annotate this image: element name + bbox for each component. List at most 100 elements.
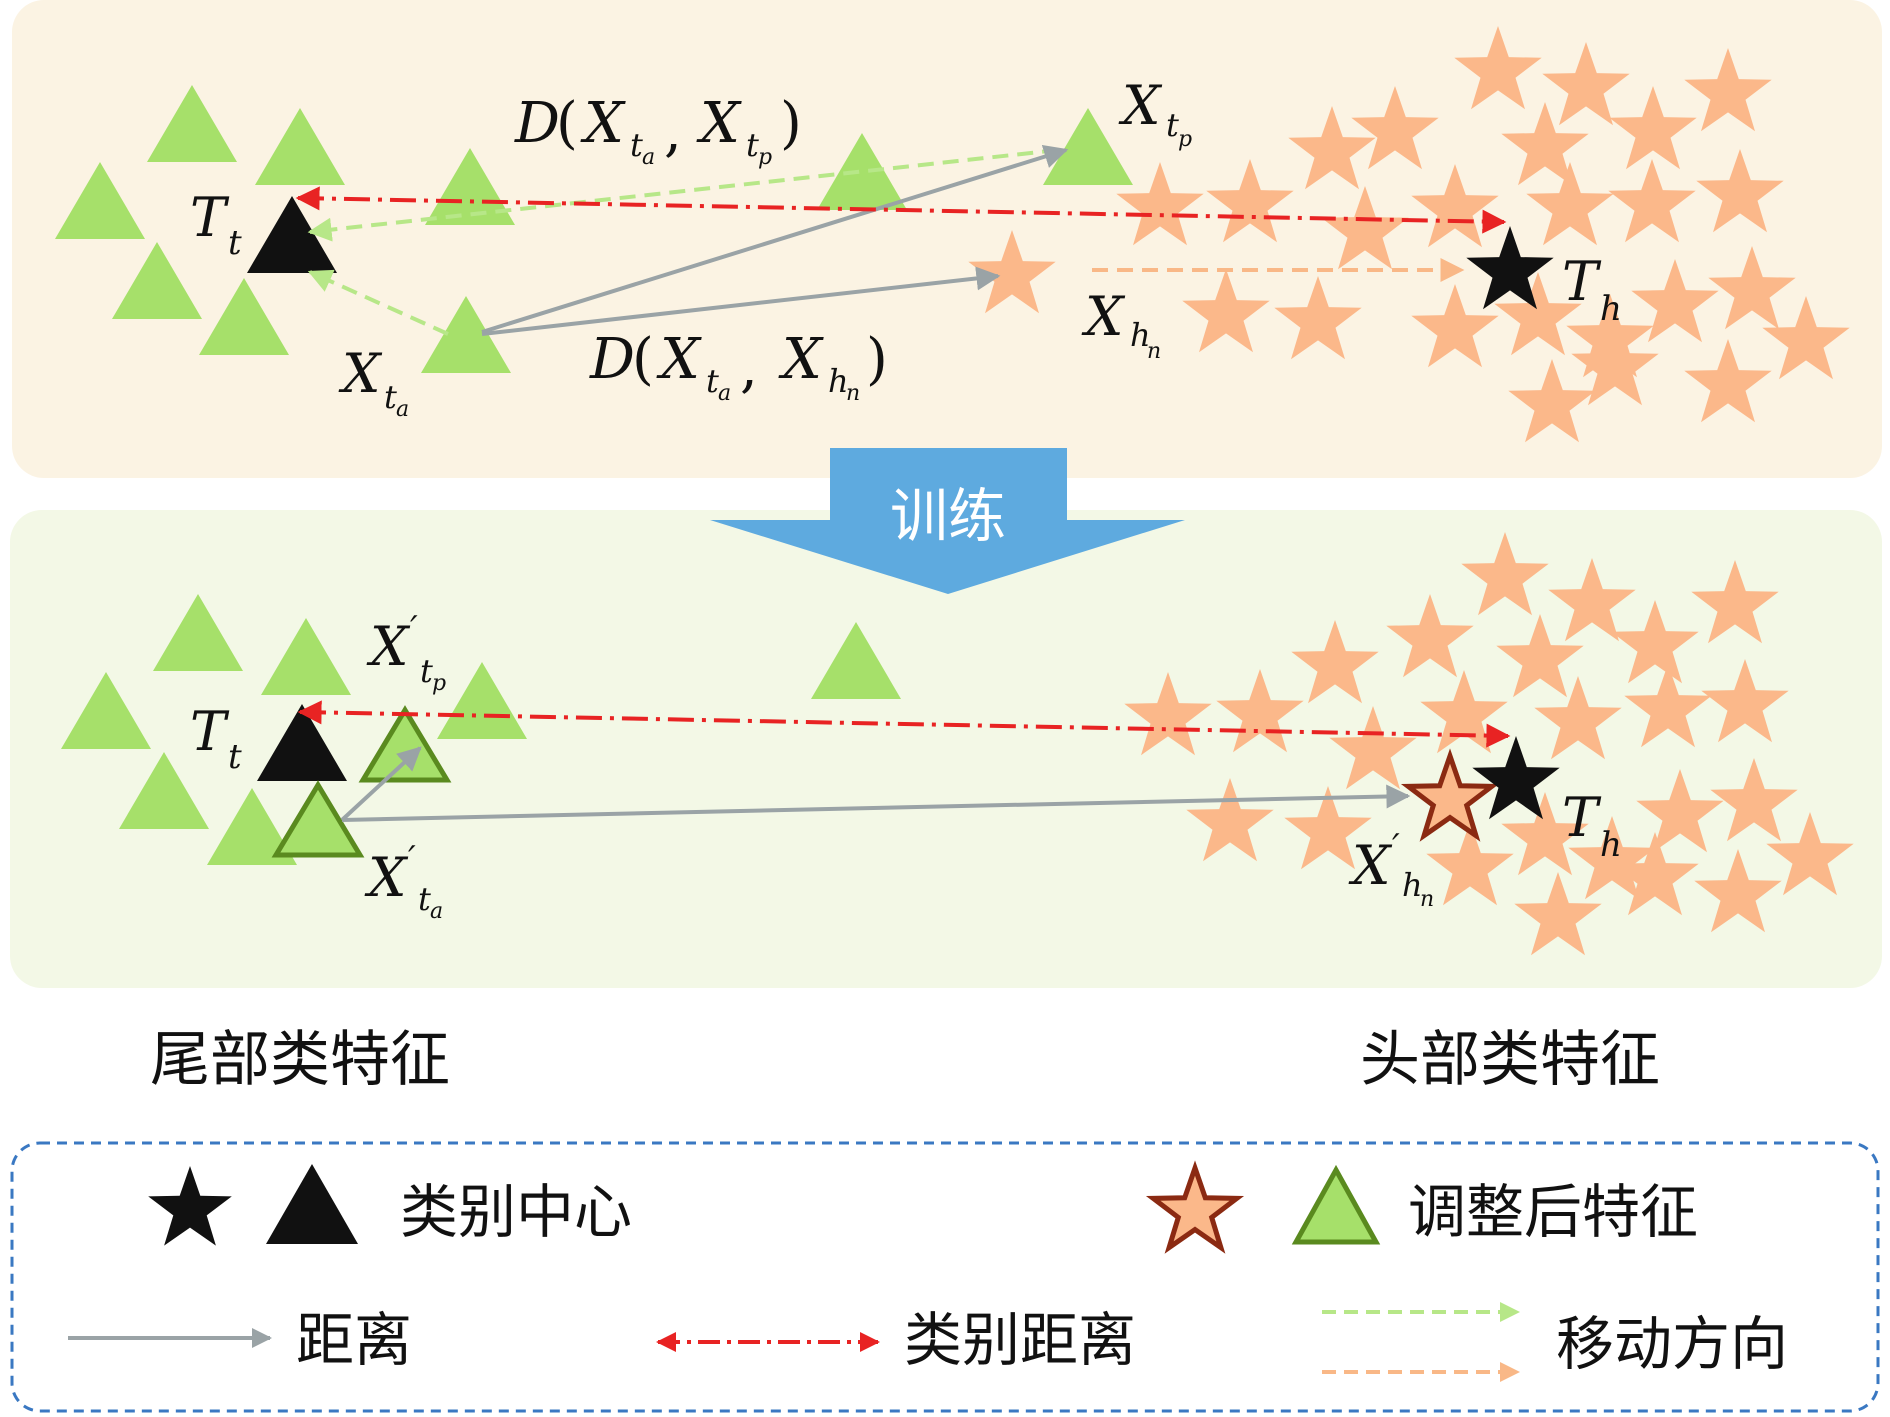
star-icon bbox=[1288, 106, 1376, 190]
star-icon bbox=[1611, 832, 1699, 916]
label-text: T bbox=[190, 186, 230, 249]
star-icon bbox=[1501, 792, 1589, 876]
label-subsub: p bbox=[432, 671, 446, 696]
star-icon bbox=[1708, 246, 1796, 330]
label-text: X bbox=[778, 327, 824, 392]
label-Tt-bottom: T t bbox=[190, 700, 242, 777]
label-sub: h bbox=[1600, 825, 1622, 865]
legend-adjusted-star-icon bbox=[1145, 1160, 1245, 1254]
legend-class-center-label: 类别中心 bbox=[400, 1178, 632, 1246]
star-icon bbox=[1501, 102, 1589, 186]
triangle-icon bbox=[255, 108, 345, 185]
star-icon bbox=[1624, 664, 1712, 748]
label-text: X bbox=[696, 91, 742, 156]
triangle-icon bbox=[147, 85, 237, 162]
label-D-hn: D ( X t a , X h n ) bbox=[589, 327, 888, 406]
head-section-label: 头部类特征 bbox=[1360, 1025, 1660, 1095]
star-icon bbox=[1571, 322, 1659, 406]
label-subsub: n bbox=[1420, 887, 1434, 912]
star-icon bbox=[1291, 620, 1379, 704]
distance-arrow bbox=[481, 144, 1069, 334]
legend-adjusted-feature-label: 调整后特征 bbox=[1408, 1178, 1698, 1246]
star-icon bbox=[1542, 42, 1630, 126]
star-icon bbox=[1611, 600, 1699, 684]
label-subsub: a bbox=[642, 145, 655, 170]
legend-star-icon bbox=[148, 1166, 232, 1246]
label-subsub: a bbox=[430, 899, 443, 924]
triangle-icon bbox=[112, 242, 202, 319]
class-distance-arrow bbox=[295, 186, 1507, 234]
label-Tt: T t bbox=[190, 186, 242, 263]
label-text: X bbox=[580, 91, 626, 156]
label-text: X bbox=[656, 327, 702, 392]
label-subsub: a bbox=[718, 381, 731, 406]
label-sub: t bbox=[384, 378, 397, 416]
star-icon bbox=[1766, 812, 1854, 896]
triangle-icon bbox=[61, 672, 151, 749]
label-sub: t bbox=[228, 223, 242, 263]
label-prime: ′ bbox=[410, 609, 418, 649]
star-icon bbox=[968, 230, 1056, 314]
star-icon bbox=[1684, 48, 1772, 132]
star-icon bbox=[1608, 159, 1696, 243]
star-icon bbox=[1514, 872, 1602, 956]
label-sub: h bbox=[828, 362, 849, 400]
label-sub: t bbox=[746, 126, 759, 164]
label-Xta-prime: X ′ t a bbox=[364, 839, 443, 924]
label-sub: t bbox=[630, 126, 643, 164]
star-icon bbox=[1566, 294, 1654, 378]
star-icon bbox=[1701, 659, 1789, 743]
label-prime: ′ bbox=[1392, 827, 1400, 867]
label-text: ) bbox=[780, 91, 802, 156]
class-distance-arrow bbox=[297, 700, 1511, 748]
label-sub: h bbox=[1130, 316, 1151, 354]
distance-arrow bbox=[481, 266, 1001, 336]
label-text: X bbox=[1348, 834, 1393, 897]
star-icon bbox=[1696, 149, 1784, 233]
star-icon bbox=[1182, 269, 1270, 353]
star-icon bbox=[1684, 339, 1772, 423]
label-subsub: p bbox=[758, 145, 772, 170]
legend-class-distance-label: 类别距离 bbox=[904, 1306, 1136, 1374]
label-sub: t bbox=[418, 880, 431, 918]
star-icon bbox=[1411, 284, 1499, 368]
triangle-icon bbox=[153, 594, 243, 671]
triangle-icon bbox=[261, 618, 351, 695]
star-icon bbox=[1762, 296, 1850, 380]
star-icon bbox=[1710, 758, 1798, 842]
label-text: ( bbox=[556, 91, 578, 156]
head-class-center-star-icon bbox=[1466, 226, 1554, 310]
label-text: D bbox=[589, 327, 635, 392]
star-icon bbox=[1691, 560, 1779, 644]
label-sub: t bbox=[1166, 106, 1179, 144]
label-text: X bbox=[1081, 285, 1126, 348]
label-subsub: a bbox=[396, 397, 409, 422]
legend-triangle-icon bbox=[266, 1164, 358, 1244]
star-icon bbox=[1631, 259, 1719, 343]
star-icon bbox=[1609, 86, 1697, 170]
legend-adjusted-triangle-icon bbox=[1291, 1164, 1381, 1245]
star-icon bbox=[1386, 594, 1474, 678]
label-text: , bbox=[740, 335, 758, 400]
label-text: X bbox=[338, 342, 383, 405]
label-subsub: n bbox=[846, 381, 860, 406]
triangle-icon bbox=[811, 622, 901, 699]
label-Xta: X t a bbox=[338, 342, 409, 422]
label-sub: h bbox=[1402, 866, 1423, 904]
star-icon bbox=[1186, 778, 1274, 862]
triangle-icon bbox=[421, 296, 511, 373]
triangle-icon bbox=[55, 162, 145, 239]
distance-arrow bbox=[341, 784, 1411, 822]
label-text: ) bbox=[866, 327, 888, 392]
top-tail-triangles bbox=[55, 85, 1133, 373]
label-text: T bbox=[1562, 250, 1602, 313]
star-icon bbox=[1534, 676, 1622, 760]
label-Xhn-prime: X ′ h n bbox=[1348, 827, 1434, 912]
label-text: T bbox=[1562, 786, 1602, 849]
label-text: ( bbox=[632, 327, 654, 392]
triangle-icon bbox=[207, 788, 297, 865]
training-arrow-icon bbox=[710, 448, 1185, 594]
label-sub: t bbox=[228, 737, 242, 777]
adjusted-triangle-icon bbox=[271, 780, 365, 858]
